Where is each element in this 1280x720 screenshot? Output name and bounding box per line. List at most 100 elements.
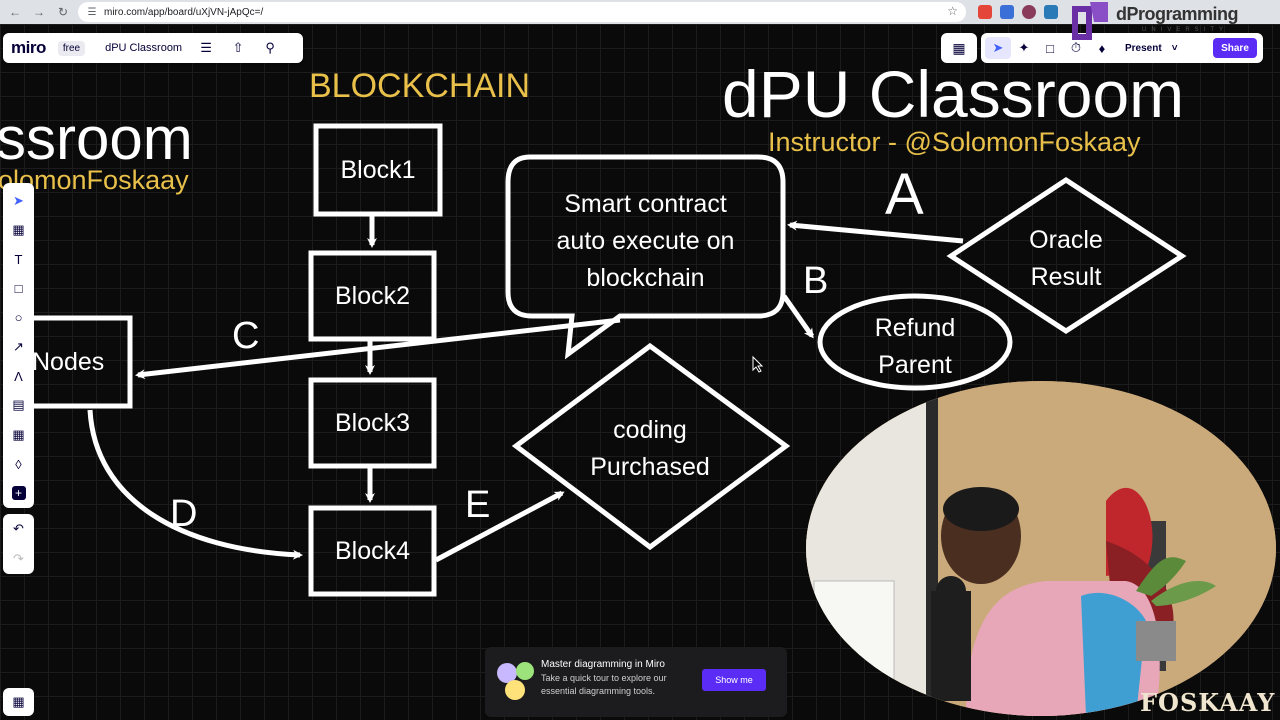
callout-shape — [505, 154, 786, 360]
text-tool-icon[interactable]: T — [14, 251, 23, 267]
redo-icon[interactable]: ↷ — [13, 551, 24, 566]
apps-icon: ▦ — [952, 39, 966, 56]
board-subtitle: Instructor - @SolomonFoskaay — [768, 127, 1141, 157]
banner-body: Take a quick tour to explore our essenti… — [541, 673, 667, 696]
corner-watermark: FOSKAAY — [1140, 688, 1276, 717]
frames-panel-button[interactable]: ▦ — [3, 688, 34, 716]
comment-tool-icon[interactable]: ▤ — [12, 397, 25, 413]
back-icon[interactable]: ← — [9, 5, 21, 19]
mouse-cursor-icon — [752, 355, 764, 373]
board-title: dPU Classroom — [722, 57, 1185, 131]
section-label: BLOCKCHAIN — [309, 67, 531, 105]
present-label: Present — [1125, 42, 1162, 54]
nodes-label[interactable]: Nodes — [32, 348, 105, 376]
refund-ellipse-shape — [817, 293, 1013, 391]
connector-callout-refund — [781, 294, 815, 339]
bookmark-star-icon[interactable]: ☆ — [947, 4, 958, 18]
forward-icon[interactable]: → — [33, 5, 45, 19]
creation-toolbar: ➤ ▦ T □ ○ ↗ Λ ▤ ▦ ◊ + — [3, 183, 34, 508]
comments-icon[interactable]: □ — [1046, 40, 1054, 56]
export-icon[interactable]: ⇧ — [232, 40, 244, 55]
frame-tool-icon[interactable]: ▦ — [12, 426, 25, 442]
callout-text[interactable]: Smart contract auto execute on blockchai… — [508, 186, 783, 297]
menu-icon[interactable]: ☰ — [200, 40, 212, 55]
share-button[interactable]: Share — [1213, 38, 1257, 58]
reactions-icon[interactable]: ✦ — [1018, 40, 1030, 55]
undo-redo-bar: ↶ ↷ — [3, 514, 34, 574]
pen-tool-icon[interactable]: Λ — [14, 368, 23, 384]
webcam-overlay — [806, 381, 1276, 716]
block3-label[interactable]: Block3 — [334, 409, 411, 437]
connector-nodes-block4 — [87, 409, 303, 560]
refund-line: Parent — [878, 351, 952, 379]
extension-icon[interactable] — [1022, 5, 1036, 19]
block1-shape — [313, 123, 443, 217]
connector-callout-nodes — [135, 317, 621, 380]
show-me-button[interactable]: Show me — [702, 669, 766, 691]
brand-name: dProgramming — [1116, 4, 1239, 24]
webcam-image — [806, 381, 1276, 716]
callout-line: Smart contract — [564, 190, 727, 218]
shape-tool-icon[interactable]: ○ — [14, 310, 23, 326]
chevron-down-icon[interactable]: ˅ — [1171, 42, 1178, 54]
edge-label-d: D — [170, 493, 198, 535]
extension-icon[interactable] — [978, 5, 992, 19]
collaboration-bar: ➤ ✦ □ ⏱ ♦ Present ˅ Share — [981, 33, 1263, 63]
coding-diamond-shape — [511, 342, 791, 551]
coding-text[interactable]: coding Purchased — [560, 412, 740, 486]
reload-icon[interactable]: ↻ — [57, 5, 69, 19]
apps-button[interactable]: ▦ — [941, 33, 977, 63]
select-tool-icon[interactable]: ➤ — [13, 192, 24, 208]
refund-line: Refund — [874, 314, 956, 342]
dprogramming-logo: dProgramming UNIVERSITY — [1064, 0, 1280, 44]
search-icon[interactable]: ⚲ — [265, 40, 275, 55]
block4-shape — [308, 505, 437, 597]
oracle-diamond-shape — [946, 177, 1187, 334]
board-title-partial: ssroom — [0, 105, 193, 172]
oracle-line: Oracle — [1029, 226, 1103, 254]
present-button[interactable]: Present ˅ — [1125, 43, 1178, 54]
site-settings-icon[interactable]: ☰ — [87, 6, 97, 18]
diagram-tour-icon — [493, 659, 537, 703]
edge-label-c: C — [232, 315, 260, 357]
brand-subtitle: UNIVERSITY — [1142, 27, 1229, 33]
coding-line: coding — [613, 416, 687, 444]
sticky-note-icon[interactable]: □ — [14, 280, 23, 296]
callout-line: blockchain — [586, 264, 705, 292]
undo-icon[interactable]: ↶ — [13, 521, 24, 536]
extension-icon[interactable] — [1044, 5, 1058, 19]
browser-toolbar: ← → ↻ ☰ miro.com/app/board/uXjVN-jApQc=/… — [0, 0, 1280, 24]
coding-line: Purchased — [590, 453, 710, 481]
callout-line: auto execute on — [556, 227, 735, 255]
oracle-text[interactable]: Oracle Result — [990, 222, 1142, 296]
interactions-icon[interactable]: ➤ — [985, 37, 1011, 59]
diagram-tool-icon[interactable]: ◊ — [15, 456, 22, 472]
refund-text[interactable]: Refund Parent — [840, 310, 990, 384]
miro-logo[interactable]: miro — [11, 38, 46, 57]
extension-icon[interactable] — [1000, 5, 1014, 19]
more-tools-icon[interactable]: + — [7, 479, 31, 508]
board-header-bar: miro free dPU Classroom ☰ ⇧ ⚲ — [3, 33, 303, 63]
timer-icon[interactable]: ⏱ — [1070, 40, 1082, 55]
block4-label[interactable]: Block4 — [334, 537, 411, 565]
dprogramming-logo-icon — [1072, 2, 1108, 40]
connection-line-icon[interactable]: ↗ — [13, 338, 24, 354]
block1-label[interactable]: Block1 — [340, 156, 416, 184]
templates-icon[interactable]: ▦ — [12, 221, 25, 237]
block2-label[interactable]: Block2 — [334, 282, 411, 310]
address-bar[interactable]: ☰ miro.com/app/board/uXjVN-jApQc=/ ☆ — [78, 2, 966, 22]
edge-label-b: B — [803, 260, 829, 302]
edge-label-e: E — [465, 484, 491, 526]
onboarding-banner: Master diagramming in Miro Take a quick … — [485, 647, 787, 717]
plan-badge[interactable]: free — [57, 40, 86, 56]
frames-icon: ▦ — [12, 694, 25, 709]
notifications-icon[interactable]: ♦ — [1098, 40, 1106, 56]
banner-text: Master diagramming in Miro Take a quick … — [541, 659, 701, 698]
banner-title: Master diagramming in Miro — [541, 659, 665, 670]
connector-block4-coding — [434, 490, 565, 563]
connector-oracle-callout — [787, 220, 964, 244]
edge-label-a: A — [885, 162, 924, 227]
oracle-line: Result — [1030, 263, 1102, 291]
board-name[interactable]: dPU Classroom — [105, 42, 183, 54]
